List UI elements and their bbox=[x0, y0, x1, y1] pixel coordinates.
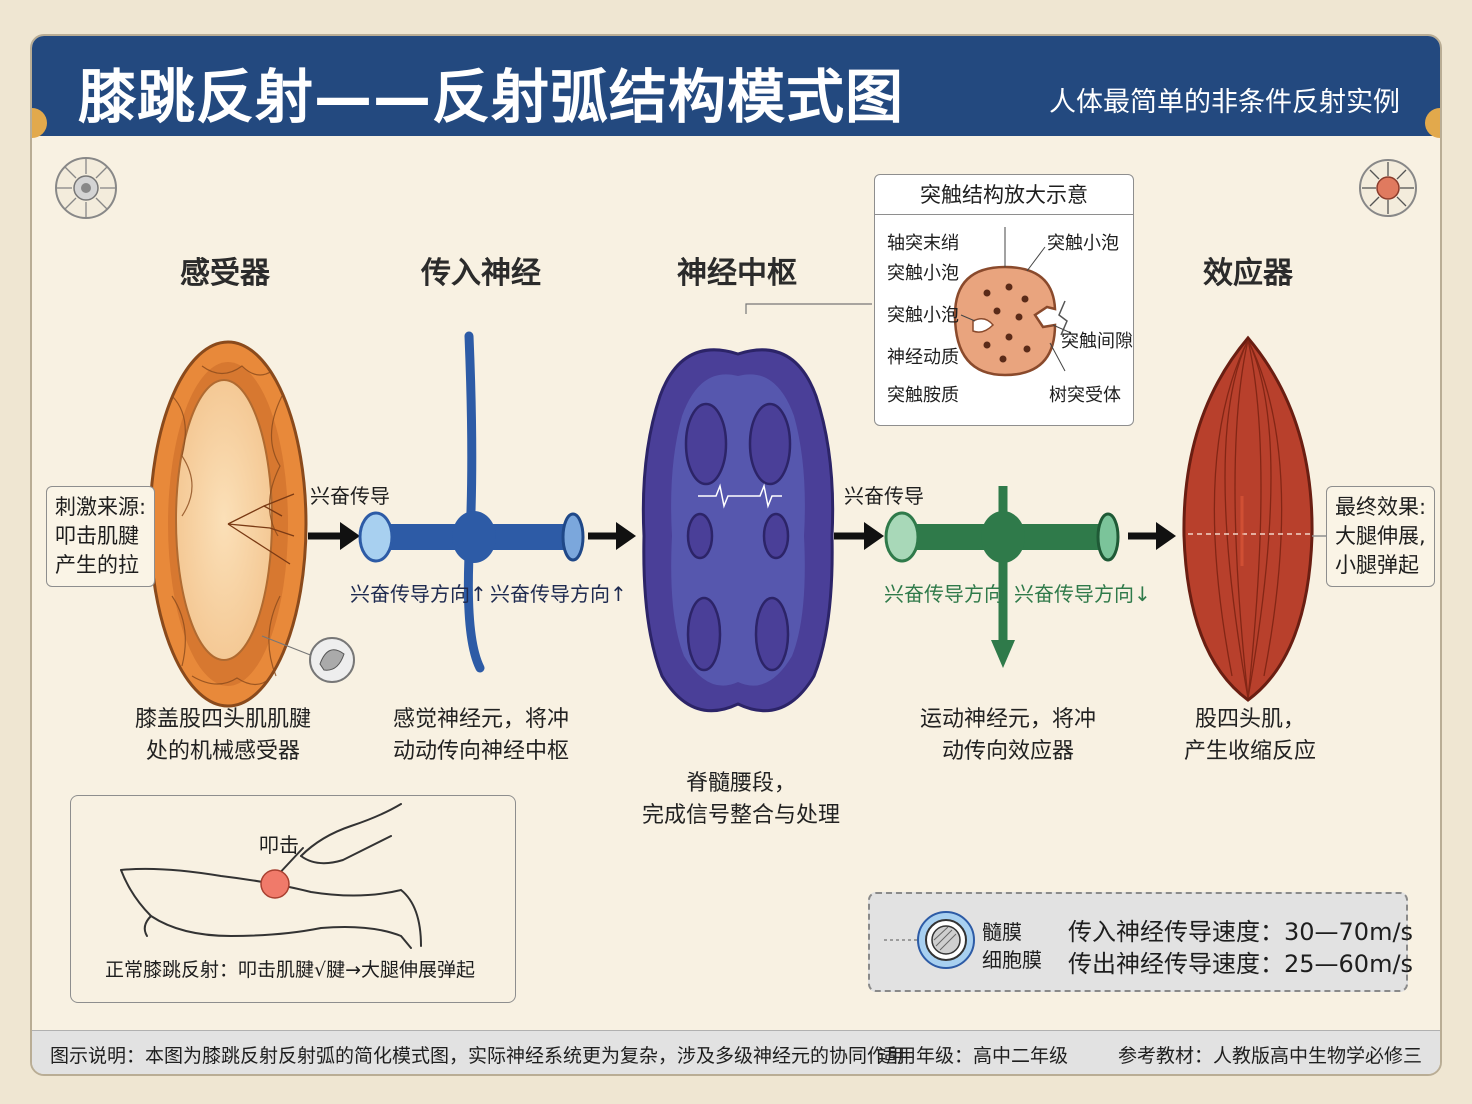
page-title: 膝跳反射——反射弧结构模式图 bbox=[78, 63, 905, 131]
tap-label: 叩击 bbox=[259, 833, 299, 857]
title-banner: 膝跳反射——反射弧结构模式图 人体最简单的非条件反射实例 bbox=[32, 36, 1440, 136]
efferent-direction-2: 兴奋传导方向↓ bbox=[1014, 582, 1151, 606]
receptor-title: 感受器 bbox=[180, 256, 270, 291]
neuron-cell-icon-left bbox=[55, 157, 117, 219]
knee-legend-caption: 正常膝跳反射：叩击肌腱√腱→大腿伸展弹起 bbox=[105, 959, 475, 981]
banner-tab-left bbox=[32, 108, 47, 138]
afferent-direction-2: 兴奋传导方向↑ bbox=[490, 582, 627, 606]
center-desc-line: 完成信号整合与处理 bbox=[641, 803, 841, 828]
footer-textbook: 参考教材：人教版高中生物学必修三 bbox=[1117, 1045, 1422, 1067]
afferent-speed: 传入神经传导速度：30—70m/s bbox=[1068, 918, 1414, 946]
tap-point bbox=[260, 869, 290, 899]
efferent-desc-line: 运动神经元，将冲 bbox=[919, 707, 1097, 732]
center-description: 脊髓腰段， 完成信号整合与处理 bbox=[642, 768, 840, 832]
efferent-speed: 传出神经传导速度：25—60m/s bbox=[1068, 950, 1414, 978]
neuron-cell-icon-right bbox=[1359, 159, 1417, 217]
effector-desc-line: 股四头肌， bbox=[1194, 707, 1306, 732]
cell-membrane-label: 细胞膜 bbox=[982, 948, 1042, 972]
synapse-inset: 突触结构放大示意 轴突末绡 突触小泡 突触小泡 突触小泡 神经动质 突触间隙 bbox=[874, 174, 1134, 426]
stimulus-line: 叩击肌腱 bbox=[55, 524, 139, 548]
afferent-title: 传入神经 bbox=[421, 256, 541, 291]
synapse-label-receptor: 树突受体 bbox=[1049, 385, 1121, 406]
synapse-label-transmitter: 神经动质 bbox=[887, 347, 959, 368]
diagram-card: 膝跳反射——反射弧结构模式图 人体最简单的非条件反射实例 bbox=[30, 34, 1442, 1076]
effector-title: 效应器 bbox=[1203, 256, 1293, 291]
synapse-inset-title: 突触结构放大示意 bbox=[875, 175, 1133, 215]
receptor-desc-line: 处的机械感受器 bbox=[145, 739, 301, 764]
conduction-label-left: 兴奋传导 bbox=[310, 484, 390, 508]
footer-bar: 图示说明：本图为膝跳反射反射弧的简化模式图，实际神经系统更为复杂，涉及多级神经元… bbox=[32, 1030, 1440, 1074]
afferent-description: 感觉神经元，将冲 动动传向神经中枢 bbox=[393, 704, 569, 768]
synapse-label-vesicle-right: 突触小泡 bbox=[1047, 233, 1119, 254]
synapse-label-vesicle-2: 突触小泡 bbox=[887, 305, 959, 326]
center-title: 神经中枢 bbox=[677, 256, 797, 291]
afferent-desc-line: 感觉神经元，将冲 bbox=[392, 707, 570, 732]
afferent-desc-line: 动动传向神经中枢 bbox=[392, 739, 570, 764]
page-subtitle: 人体最简单的非条件反射实例 bbox=[1049, 87, 1400, 118]
conduction-label-right: 兴奋传导 bbox=[844, 484, 924, 508]
efferent-description: 运动神经元，将冲 动传向效应器 bbox=[920, 704, 1096, 768]
stimulus-line: 产生的拉 bbox=[55, 553, 139, 577]
receptor-description: 膝盖股四头肌肌腱 处的机械感受器 bbox=[135, 704, 311, 768]
footer-grade: 适用年级：高中二年级 bbox=[878, 1045, 1069, 1067]
reflex-arc-illustration bbox=[55, 157, 1417, 713]
synapse-label-axon-terminal: 轴突末绡 bbox=[887, 233, 959, 254]
myelin-label: 髓膜 bbox=[982, 920, 1022, 944]
stimulus-source-box: 刺激来源: 叩击肌腱 产生的拉 bbox=[46, 486, 156, 587]
synapse-label-vesicle-1: 突触小泡 bbox=[887, 263, 959, 284]
knee-tap-illustration: 叩击 正常膝跳反射：叩击肌腱√腱→大腿伸展弹起 bbox=[105, 803, 475, 981]
stimulus-line: 刺激来源: bbox=[55, 495, 147, 519]
effector-muscle-illustration bbox=[1182, 335, 1314, 702]
efferent-direction-1: 兴奋传导方向 bbox=[884, 582, 1004, 606]
final-effect-line: 最终效果: bbox=[1335, 495, 1427, 519]
final-effect-line: 大腿伸展, bbox=[1335, 524, 1426, 548]
final-effect-box: 最终效果: 大腿伸展, 小腿弹起 bbox=[1326, 486, 1436, 587]
efferent-desc-line: 动传向效应器 bbox=[941, 739, 1075, 764]
center-desc-line: 脊髓腰段， bbox=[685, 771, 797, 796]
efferent-nerve-illustration bbox=[884, 486, 1120, 668]
knee-tap-legend: 叩击 正常膝跳反射：叩击肌腱√腱→大腿伸展弹起 bbox=[70, 795, 516, 1003]
flow-arrows bbox=[308, 522, 1176, 550]
synapse-label-membrane: 突触胺质 bbox=[887, 385, 959, 406]
afferent-nerve-illustration bbox=[358, 331, 585, 673]
spinal-cord-illustration bbox=[641, 303, 872, 713]
synapse-label-cleft: 突触间隙 bbox=[1061, 331, 1133, 352]
footer-note: 图示说明：本图为膝跳反射反射弧的简化模式图，实际神经系统更为复杂，涉及多级神经元… bbox=[50, 1045, 906, 1067]
receptor-desc-line: 膝盖股四头肌肌腱 bbox=[134, 707, 312, 732]
banner-tab-right bbox=[1425, 108, 1440, 138]
synapse-diagram: 轴突末绡 突触小泡 突触小泡 突触小泡 神经动质 突触间隙 突触胺质 树突受体 bbox=[887, 227, 1133, 406]
effector-description: 股四头肌， 产生收缩反应 bbox=[1184, 704, 1316, 768]
myelin-cross-section bbox=[884, 911, 975, 969]
final-effect-line: 小腿弹起 bbox=[1335, 553, 1419, 577]
afferent-direction-1: 兴奋传导方向↑ bbox=[350, 582, 487, 606]
effector-desc-line: 产生收缩反应 bbox=[1183, 739, 1317, 764]
receptor-tendon-illustration bbox=[148, 340, 355, 708]
conduction-speed-box: 髓膜 细胞膜 传入神经传导速度：30—70m/s 传出神经传导速度：25—60m… bbox=[868, 892, 1413, 992]
